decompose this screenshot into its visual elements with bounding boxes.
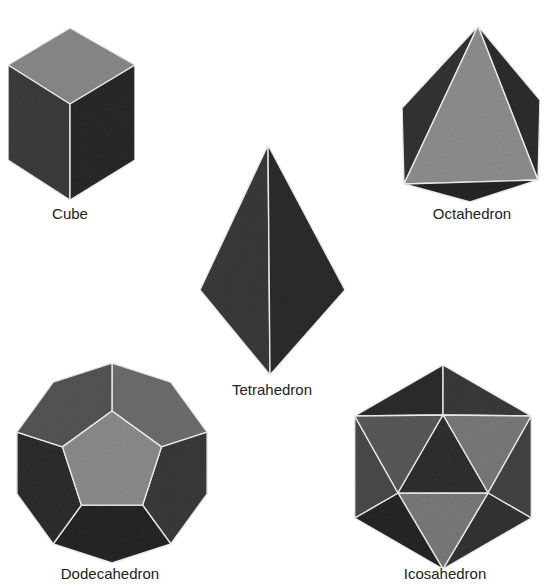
solid-name: Tetrahedron bbox=[232, 381, 312, 399]
solid-name: Cube bbox=[52, 205, 88, 223]
solid-face bbox=[63, 411, 162, 505]
cube-figure bbox=[8, 28, 135, 200]
tetrahedron-figure bbox=[200, 145, 345, 375]
dodecahedron-figure bbox=[17, 363, 207, 563]
solid-face bbox=[355, 365, 443, 416]
icosahedron-figure bbox=[355, 365, 532, 569]
solid-name: Icosahedron bbox=[404, 565, 487, 583]
solid-face bbox=[443, 365, 531, 416]
octahedron-figure bbox=[402, 26, 540, 202]
solid-face bbox=[398, 415, 488, 493]
solid-name: Octahedron bbox=[433, 205, 511, 223]
solid-name: Dodecahedron bbox=[61, 565, 159, 583]
